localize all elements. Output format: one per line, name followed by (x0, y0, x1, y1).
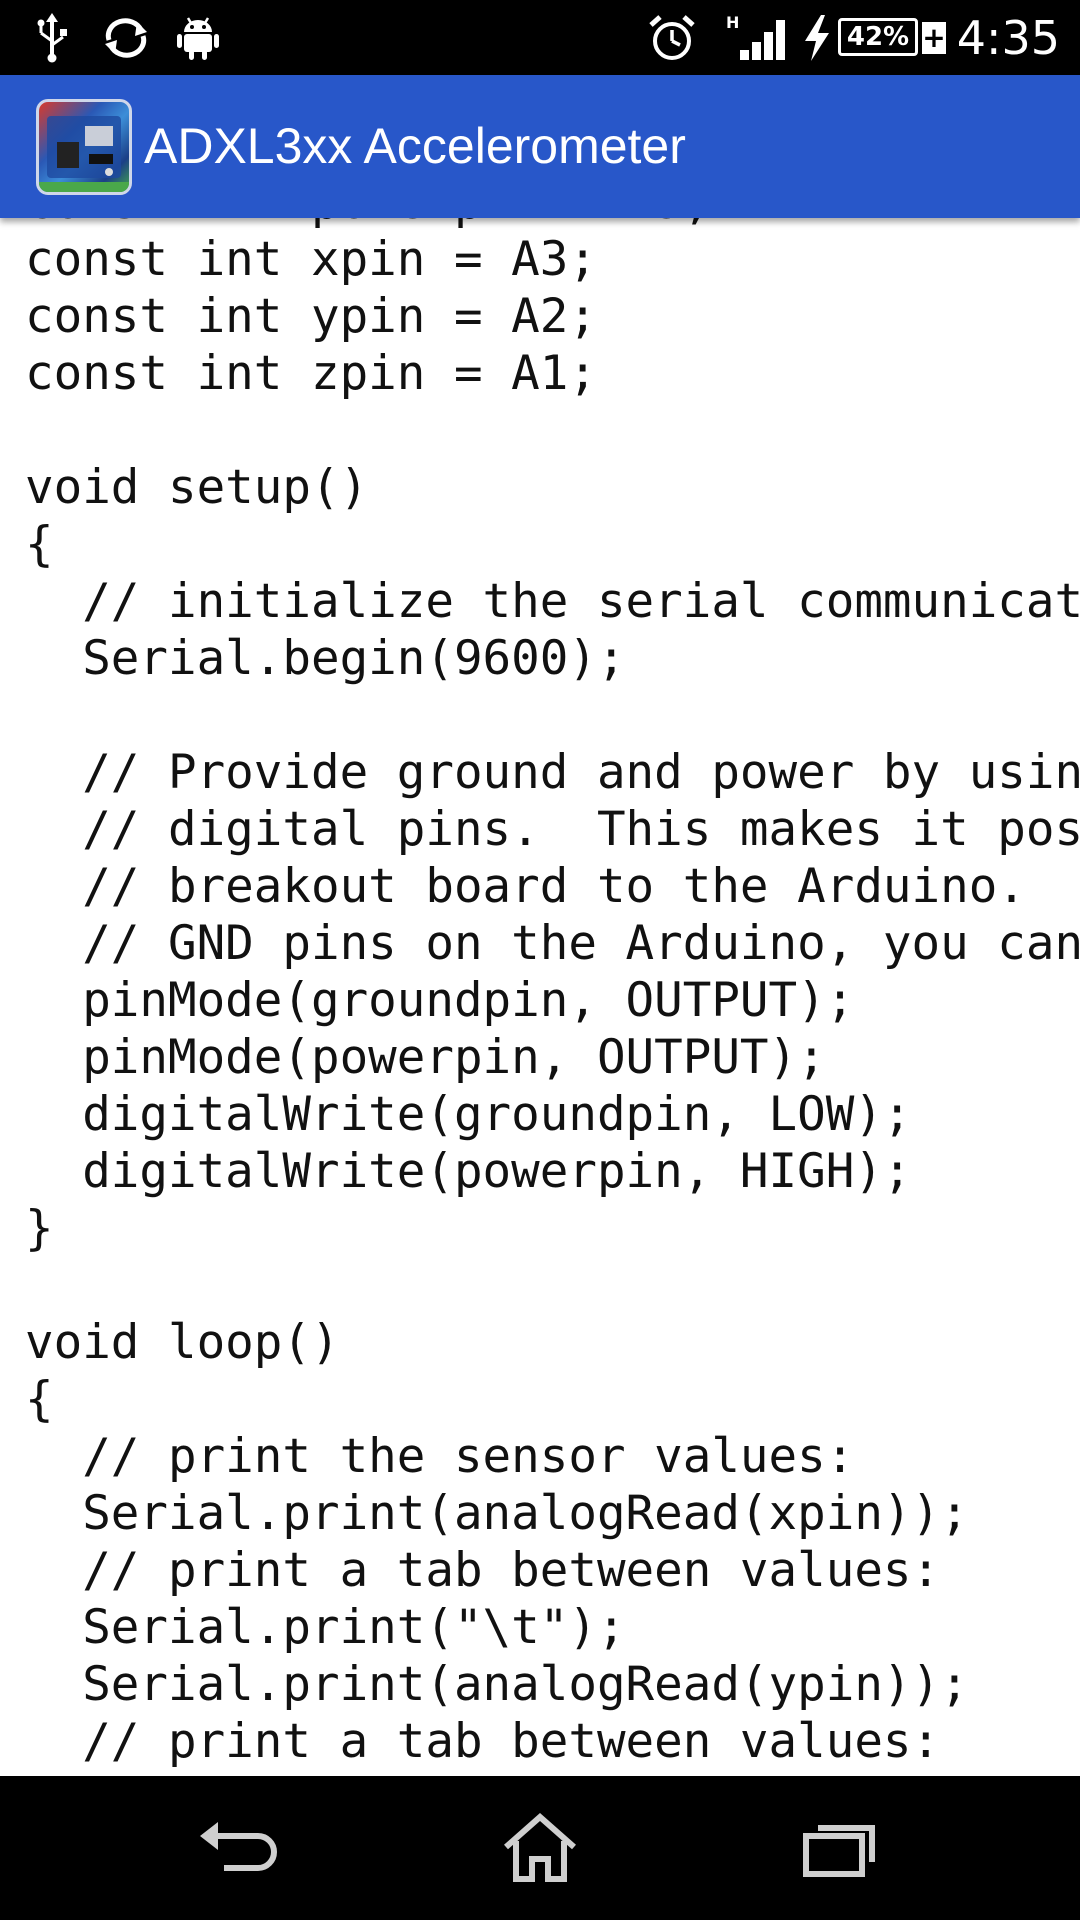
code-line: digitalWrite(powerpin, HIGH); (25, 1144, 912, 1199)
code-line: Serial.print(analogRead(ypin)); (25, 1657, 969, 1712)
status-bar: H 42% + 4:35 (0, 0, 1080, 75)
app-bar: ADXL3xx Accelerometer (0, 75, 1080, 218)
code-line (25, 1257, 1080, 1314)
code-line: void setup() (25, 460, 369, 515)
code-line: pinMode(powerpin, OUTPUT); (25, 1030, 826, 1085)
home-icon (504, 1813, 576, 1882)
sync-icon (98, 10, 154, 66)
code-line: const int powerpin = 19; (25, 218, 1080, 231)
code-line: void loop() (25, 1315, 340, 1370)
code-line: // Provide ground and power by usin (25, 745, 1080, 800)
code-line: Serial.print("\t"); (25, 1600, 626, 1655)
home-button[interactable] (460, 1776, 620, 1920)
charging-icon (800, 10, 834, 66)
code-line: } (25, 1201, 54, 1256)
code-line: { (25, 1372, 54, 1427)
app-logo-icon[interactable] (36, 99, 132, 195)
navigation-bar (0, 1776, 1080, 1920)
code-line (25, 687, 1080, 744)
code-line: // breakout board to the Arduino. (25, 859, 1026, 914)
alarm-icon (646, 10, 698, 66)
code-line: // initialize the serial communicat (25, 574, 1080, 629)
recent-apps-button[interactable] (760, 1776, 920, 1920)
code-line: const int ypin = A2; (25, 289, 597, 344)
code-line: // print the sensor values: (25, 1429, 855, 1484)
back-icon (200, 1822, 277, 1871)
battery-percent: 42% (846, 22, 910, 52)
code-block: const int powerpin = 19;const int xpin =… (25, 218, 1080, 1770)
code-viewer[interactable]: const int powerpin = 19;const int xpin =… (0, 218, 1080, 1776)
usb-icon (30, 10, 74, 66)
code-line: Serial.print(analogRead(xpin)); (25, 1486, 969, 1541)
signal-icon: H (724, 10, 790, 66)
code-line: digitalWrite(groundpin, LOW); (25, 1087, 912, 1142)
back-button[interactable] (160, 1776, 320, 1920)
code-line: // digital pins. This makes it pos (25, 802, 1080, 857)
app-title: ADXL3xx Accelerometer (144, 118, 686, 174)
code-line: pinMode(groundpin, OUTPUT); (25, 973, 855, 1028)
android-debug-icon (172, 10, 224, 66)
status-time: 4:35 (956, 11, 1060, 65)
code-line: const int xpin = A3; (25, 232, 597, 287)
code-line: // print a tab between values: (25, 1714, 941, 1769)
svg-text:H: H (726, 13, 739, 32)
code-line: const int zpin = A1; (25, 346, 597, 401)
code-line (25, 402, 1080, 459)
recent-apps-icon (803, 1825, 875, 1877)
code-line: { (25, 517, 54, 572)
battery-icon: 42% + (838, 16, 946, 60)
code-line: // print a tab between values: (25, 1543, 941, 1598)
code-line: Serial.begin(9600); (25, 631, 626, 686)
code-line: // GND pins on the Arduino, you can (25, 916, 1080, 971)
